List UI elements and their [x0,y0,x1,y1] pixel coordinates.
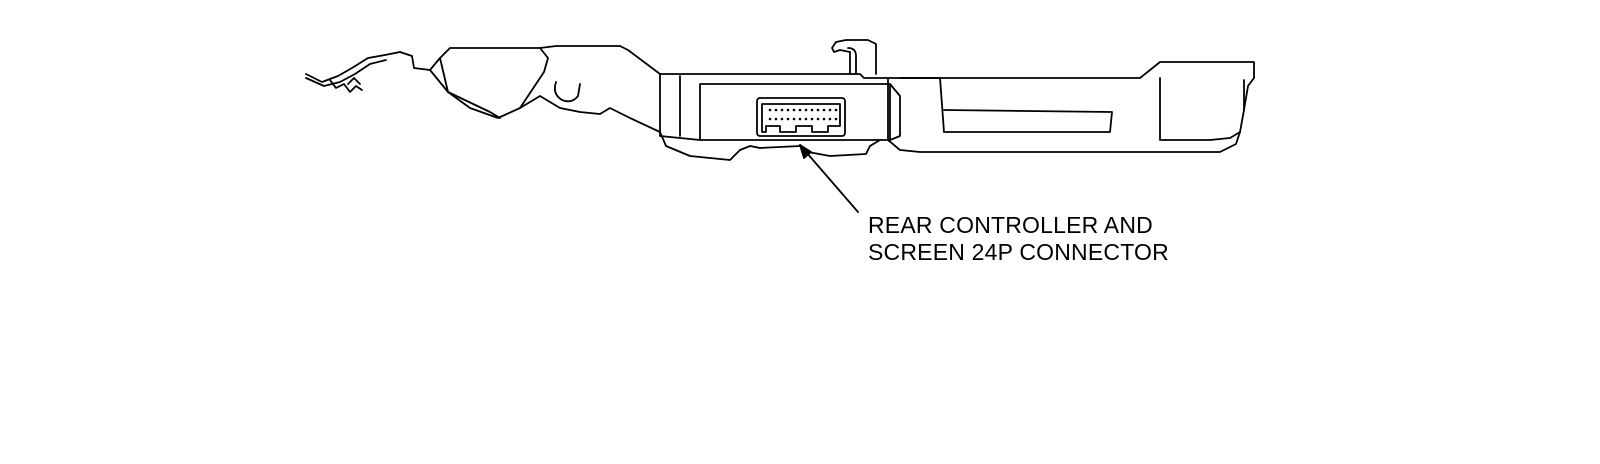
housing-left-bump [553,81,581,103]
housing-left-section [429,69,761,161]
housing-left-panel [439,47,549,119]
callout-line-2: SCREEN 24P CONNECTOR [868,239,1169,265]
housing-center-lower [759,139,881,157]
housing-right-section [887,77,1255,153]
callout-line-1: REAR CONTROLLER AND [868,212,1153,238]
housing-outline-top [399,45,1255,79]
callout-leader-arrow [799,144,859,213]
hanger-hook [831,39,877,75]
connector-24p [756,97,846,137]
wire-harness [305,51,401,93]
housing-center-frame [679,75,891,141]
housing-center-block [659,73,901,141]
connector-callout-label: REAR CONTROLLER AND SCREEN 24P CONNECTOR [868,212,1169,266]
housing-right-panels [899,77,1241,141]
